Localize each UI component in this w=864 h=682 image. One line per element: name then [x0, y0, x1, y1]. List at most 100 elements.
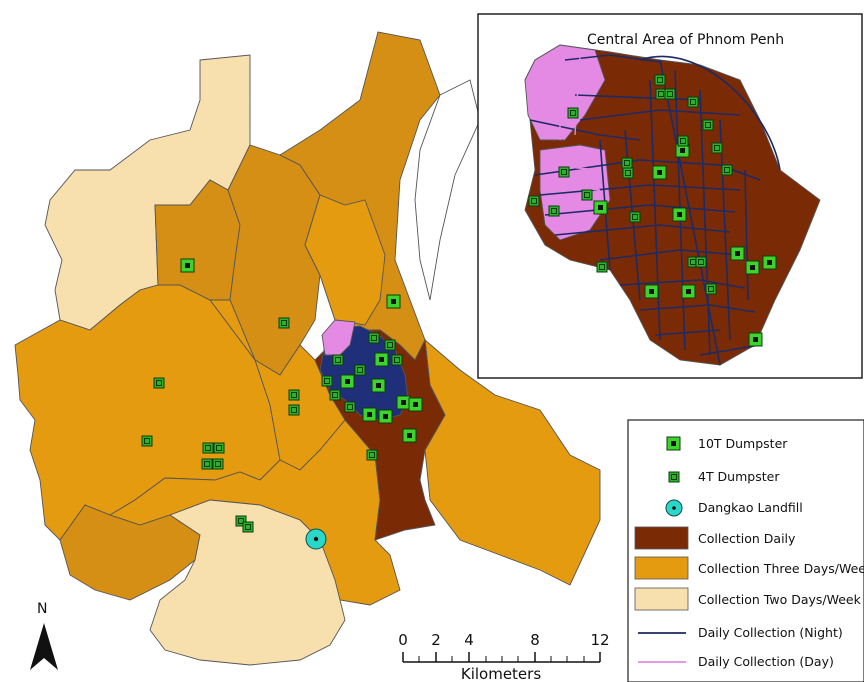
- legend-item-three-days: Collection Three Days/Week: [634, 556, 864, 580]
- legend-item-4t-dumpster: 4T Dumpster: [668, 469, 780, 484]
- dumpster-4t[interactable]: [366, 449, 378, 461]
- dumpster-4t[interactable]: [329, 389, 341, 401]
- dumpster-10t[interactable]: [371, 378, 386, 393]
- legend-item-daily: Collection Daily: [634, 526, 796, 550]
- legend-two-swatch: [634, 587, 689, 611]
- inset-day-area: [524, 44, 606, 141]
- inset-dumpster-10t[interactable]: [672, 207, 687, 222]
- legend-label-landfill: Dangkao Landfill: [698, 500, 803, 515]
- dumpster-4t[interactable]: [321, 375, 333, 387]
- legend-daily-swatch: [634, 526, 689, 550]
- north-arrow[interactable]: N: [30, 601, 58, 670]
- inset-dumpster-4t[interactable]: [621, 157, 633, 169]
- district-core-day: [321, 319, 356, 356]
- inset-daily-area: [524, 44, 821, 366]
- inset-dumpster-10t[interactable]: [593, 200, 608, 215]
- inset-dumpster-4t[interactable]: [711, 142, 723, 154]
- dumpster-10t[interactable]: [396, 395, 411, 410]
- legend-item-two-days: Collection Two Days/Week: [634, 587, 862, 611]
- dumpster-4t[interactable]: [212, 458, 224, 470]
- inset-dumpster-4t[interactable]: [629, 211, 641, 223]
- dumpster-10t[interactable]: [362, 407, 377, 422]
- inset-dumpster-4t[interactable]: [567, 107, 579, 119]
- legend-label-10t: 10T Dumpster: [698, 436, 788, 451]
- district-two-south: [149, 499, 346, 666]
- north-label: N: [37, 601, 47, 617]
- legend-label-daily: Collection Daily: [698, 531, 796, 546]
- dumpster-10t[interactable]: [378, 409, 393, 424]
- dumpster-4t[interactable]: [202, 442, 214, 454]
- legend-4t-symbol: [668, 471, 680, 483]
- inset-dumpster-4t[interactable]: [677, 135, 689, 147]
- inset-map[interactable]: Central Area of Phnom Penh: [477, 13, 863, 379]
- inset-dumpster-4t[interactable]: [721, 164, 733, 176]
- dumpster-4t[interactable]: [235, 515, 247, 527]
- dumpster-4t[interactable]: [213, 442, 225, 454]
- inset-dumpster-4t[interactable]: [596, 261, 608, 273]
- inset-dumpster-10t[interactable]: [652, 165, 667, 180]
- legend-three-swatch: [634, 556, 689, 580]
- legend-item-night-collection: Daily Collection (Night): [638, 625, 843, 640]
- scale-tick-2: 2: [431, 631, 441, 649]
- inset-dumpster-4t[interactable]: [558, 166, 570, 178]
- legend-label-three: Collection Three Days/Week: [698, 561, 864, 576]
- inset-dumpster-10t[interactable]: [745, 260, 760, 275]
- inset-dumpster-10t[interactable]: [748, 332, 763, 347]
- legend-item-landfill: Dangkao Landfill: [665, 499, 803, 517]
- inset-dumpster-4t[interactable]: [687, 96, 699, 108]
- inset-dumpster-4t[interactable]: [581, 189, 593, 201]
- dumpster-4t[interactable]: [288, 404, 300, 416]
- dumpster-4t[interactable]: [384, 339, 396, 351]
- legend-item-day-collection: Daily Collection (Day): [638, 654, 834, 669]
- inset-dumpster-4t[interactable]: [695, 256, 707, 268]
- legend-item-10t-dumpster: 10T Dumpster: [666, 436, 788, 451]
- legend: 10T Dumpster 4T Dumpster Dangkao Landfil…: [627, 419, 864, 682]
- inset-dumpster-4t[interactable]: [702, 119, 714, 131]
- dumpster-4t[interactable]: [288, 389, 300, 401]
- inset-dumpster-10t[interactable]: [762, 255, 777, 270]
- inset-dumpster-4t[interactable]: [654, 74, 666, 86]
- main-map-dumpsters: [141, 258, 423, 550]
- dumpster-4t[interactable]: [354, 364, 366, 376]
- dumpster-4t[interactable]: [278, 317, 290, 329]
- dumpster-10t[interactable]: [386, 294, 401, 309]
- dumpster-4t[interactable]: [344, 401, 356, 413]
- scale-tick-4: 4: [464, 631, 474, 649]
- inset-dumpster-10t[interactable]: [730, 246, 745, 261]
- legend-label-day: Daily Collection (Day): [698, 654, 834, 669]
- dumpster-4t[interactable]: [242, 521, 254, 533]
- dumpster-10t[interactable]: [340, 374, 355, 389]
- dumpster-10t[interactable]: [402, 428, 417, 443]
- inset-title: Central Area of Phnom Penh: [587, 32, 784, 48]
- dumpster-10t[interactable]: [408, 397, 423, 412]
- scale-tick-8: 8: [530, 631, 540, 649]
- inset-dumpster-4t[interactable]: [664, 88, 676, 100]
- inset-dumpster-10t[interactable]: [681, 284, 696, 299]
- dumpster-4t[interactable]: [153, 377, 165, 389]
- north-arrow-icon: [30, 623, 58, 670]
- inset-day-streets: [534, 54, 601, 209]
- inset-dumpster-4t[interactable]: [622, 167, 634, 179]
- dumpster-10t[interactable]: [180, 258, 195, 273]
- dumpster-4t[interactable]: [201, 458, 213, 470]
- inset-dumpster-10t[interactable]: [644, 284, 659, 299]
- scale-unit: Kilometers: [461, 665, 541, 682]
- dumpster-4t[interactable]: [391, 354, 403, 366]
- dumpster-4t[interactable]: [368, 332, 380, 344]
- dumpster-4t[interactable]: [141, 435, 153, 447]
- scale-tick-0: 0: [398, 631, 408, 649]
- dangkao-landfill[interactable]: [305, 528, 327, 550]
- legend-label-night: Daily Collection (Night): [698, 625, 843, 640]
- inset-dumpster-4t[interactable]: [705, 283, 717, 295]
- inset-dumpster-4t[interactable]: [528, 195, 540, 207]
- legend-frame: [627, 419, 864, 682]
- district-three-north-strip: [304, 194, 386, 326]
- scale-tick-12: 12: [590, 631, 609, 649]
- dumpster-4t[interactable]: [332, 354, 344, 366]
- inset-dumpster-4t[interactable]: [548, 205, 560, 217]
- dumpster-10t[interactable]: [374, 352, 389, 367]
- legend-label-two: Collection Two Days/Week: [698, 592, 862, 607]
- river-notch: [414, 79, 481, 301]
